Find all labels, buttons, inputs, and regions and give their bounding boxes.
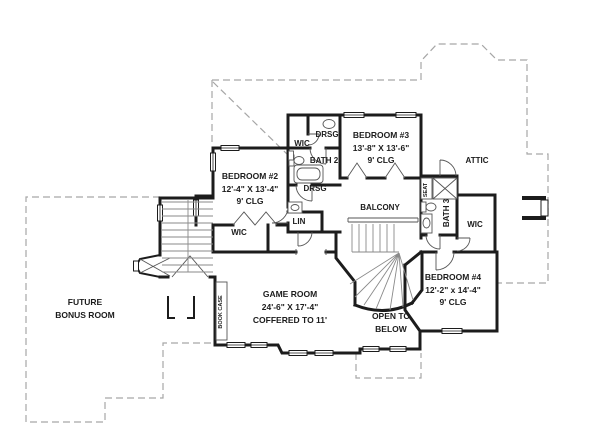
label-bath2: BATH 2 [310, 156, 339, 165]
label-drsg-upper: DRSG [315, 130, 338, 139]
wic-bifold-doors [232, 211, 278, 226]
toilet-bath3 [420, 201, 427, 213]
label-attic: ATTIC [466, 156, 489, 165]
sink-drsg-upper [322, 119, 336, 129]
hall-double-door [171, 255, 209, 278]
interior-walls [211, 113, 459, 334]
balcony-railing [347, 217, 419, 223]
windows [133, 112, 549, 356]
label-bedroom3-name: BEDROOM #3 [353, 130, 409, 140]
label-game-room-name: GAME ROOM [263, 289, 317, 299]
label-future-bonus-2: BONUS ROOM [55, 310, 115, 320]
label-bedroom2-clg: 9' CLG [236, 196, 263, 206]
bookcase-shape [215, 281, 228, 341]
attic-window-bump [522, 196, 546, 200]
label-game-room-dims: 24'-6" X 17'-4" [262, 302, 319, 312]
label-bath3: BATH 3 [442, 198, 451, 227]
room-labels: FUTURE BONUS ROOM BEDROOM #2 12'-4" X 13… [55, 130, 488, 334]
label-open-to-below-2: BELOW [375, 324, 408, 334]
label-wic-right: WIC [467, 220, 483, 229]
label-bookcase: BOOK CASE [218, 295, 224, 329]
doors [139, 133, 471, 278]
label-open-to-below-1: OPEN TO [372, 311, 410, 321]
seat-closet [420, 177, 433, 200]
label-bedroom4-dims: 12'-2" x 14'-4" [425, 285, 481, 295]
label-bedroom3-clg: 9' CLG [367, 155, 394, 165]
label-bedroom2-name: BEDROOM #2 [222, 171, 278, 181]
bonus-room-dormer [167, 296, 195, 319]
label-drsg-lower: DRSG [303, 184, 326, 193]
left-staircase [162, 200, 213, 273]
label-lin: LIN [293, 217, 306, 226]
label-balcony: BALCONY [360, 203, 400, 212]
label-bedroom2-dims: 12'-4" X 13'-4" [222, 184, 279, 194]
roof-outline-dashed [25, 43, 549, 423]
label-wic-bedroom2: WIC [231, 228, 247, 237]
label-bedroom4-clg: 9' CLG [439, 297, 466, 307]
label-bedroom4-name: BEDROOM #4 [425, 272, 481, 282]
label-wic-upper: WIC [294, 139, 310, 148]
central-curved-staircase [347, 217, 419, 311]
label-seat: SEAT [423, 182, 429, 197]
label-bedroom3-dims: 13'-8" X 13'-6" [353, 143, 410, 153]
label-game-room-clg: COFFERED TO 11' [253, 315, 327, 325]
sink-bath2 [288, 150, 294, 161]
bedroom3-double-doors [346, 162, 406, 179]
fixtures [215, 119, 458, 341]
label-future-bonus-1: FUTURE [68, 297, 103, 307]
